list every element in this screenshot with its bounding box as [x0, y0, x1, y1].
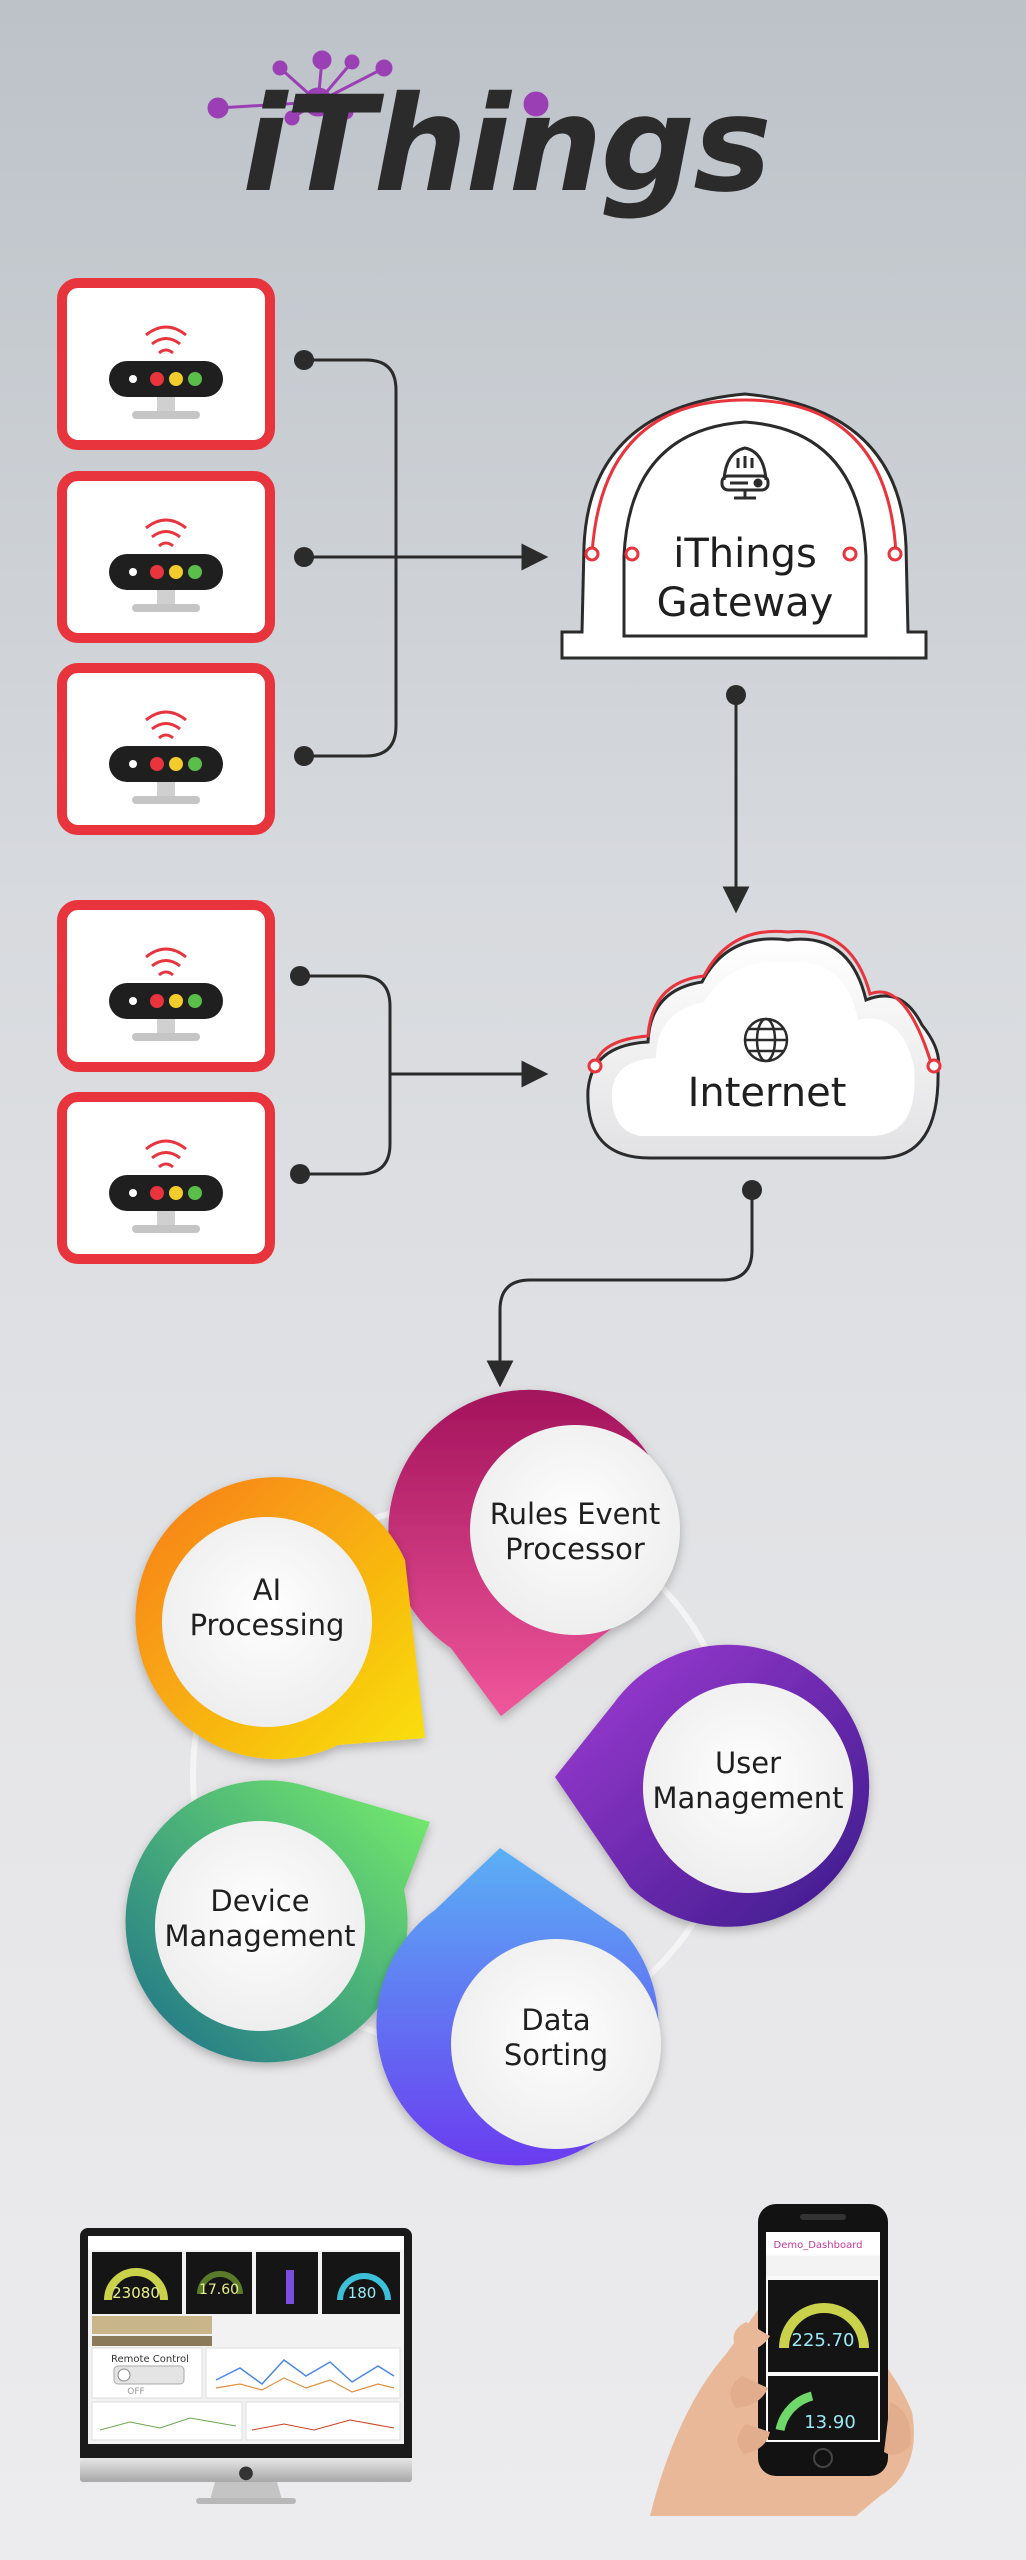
remote-control-toggle-state: OFF [127, 2387, 144, 2397]
globe-icon [743, 1017, 789, 1063]
desktop-gauge-value-3: 180 [348, 2284, 377, 2302]
logo-wordmark: iThings [242, 68, 770, 222]
server-icon [720, 446, 770, 500]
phone-gauge-value-2: 13.90 [804, 2412, 856, 2433]
ai-processing-label-line1: AI [253, 1573, 281, 1607]
device-group-1-connector [304, 358, 549, 758]
petal-device-management [125, 1780, 430, 2063]
apple-logo-icon: ● [238, 2462, 254, 2483]
device-management-label-line1: Device [210, 1884, 309, 1918]
device-card-2 [62, 476, 270, 638]
desktop-gauge-value-1: 23080 [112, 2284, 160, 2302]
petal-data-sorting [376, 1848, 661, 2166]
ithings-logo: iThings [207, 50, 772, 222]
ithings-gateway: iThings Gateway [560, 392, 928, 660]
user-management-label-line2: Management [652, 1781, 843, 1815]
petal-user-management [555, 1644, 870, 1927]
internet-label: Internet [688, 1070, 847, 1116]
phone-dashboard: Demo_Dashboard 225.70 13.90 [766, 2232, 880, 2440]
data-sorting-label-line1: Data [521, 2003, 590, 2037]
device-group-2-connector [300, 974, 549, 1176]
rules-event-processor-label-line2: Processor [505, 1532, 645, 1566]
petal-ai-processing [135, 1477, 425, 1760]
device-card-5 [62, 1097, 270, 1259]
internet-to-services-connector [486, 1180, 762, 1388]
petal-rules-event-processor [388, 1389, 680, 1716]
connector-dots-2 [290, 966, 310, 1184]
internet-cloud: Internet [586, 929, 942, 1160]
gateway-label-line1: iThings [673, 531, 817, 577]
gateway-label-line2: Gateway [657, 580, 834, 626]
data-sorting-label-line2: Sorting [504, 2038, 608, 2072]
user-management-label-line1: User [715, 1746, 781, 1780]
gateway-to-internet-connector [722, 685, 750, 914]
network-node-icon [207, 50, 549, 126]
connector-dots-1 [294, 350, 314, 766]
desktop-monitor: ● 23080 17.60 180 Remote Control OFF [80, 2228, 412, 2504]
smartphone-in-hand: Demo_Dashboard 225.70 13.90 [650, 2204, 914, 2516]
device-card-4 [62, 905, 270, 1067]
desktop-gauge-value-2: 17.60 [199, 2282, 239, 2298]
phone-app-title: Demo_Dashboard [774, 2240, 863, 2251]
device-card-3 [62, 668, 270, 830]
remote-control-title: Remote Control [111, 2354, 189, 2365]
desktop-dashboard: 23080 17.60 180 Remote Control OFF [88, 2236, 404, 2441]
ai-processing-label-line2: Processing [190, 1608, 345, 1642]
phone-gauge-value-1: 225.70 [792, 2330, 855, 2351]
rules-event-processor-label-line1: Rules Event [490, 1497, 661, 1531]
device-management-label-line2: Management [164, 1919, 355, 1953]
device-card-1 [62, 283, 270, 445]
